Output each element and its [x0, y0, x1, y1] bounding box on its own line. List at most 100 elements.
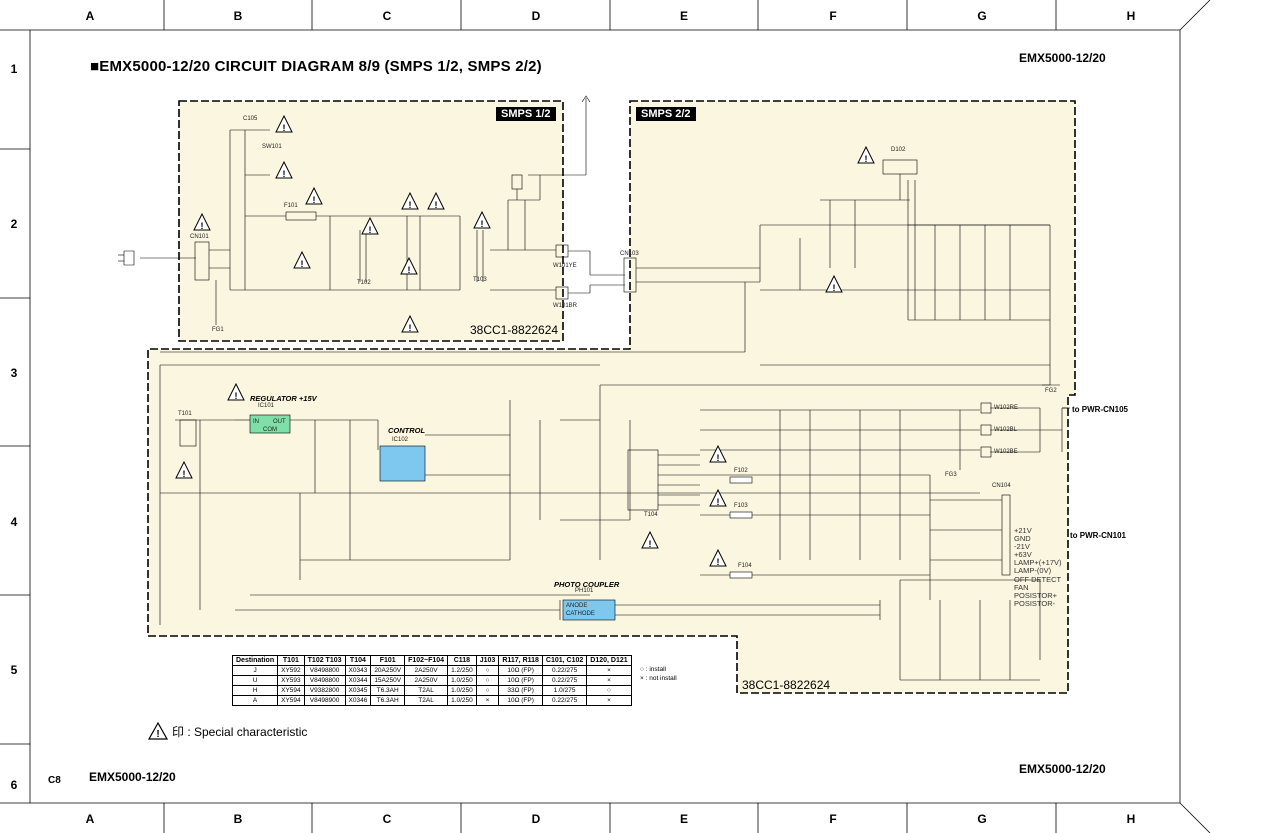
table-cell: X0345	[344, 685, 372, 696]
part-number-2: 38CC1-8822624	[742, 678, 831, 692]
t102-ref: T102	[357, 280, 371, 286]
column-header: B	[233, 9, 243, 23]
legend-install: ○ : install	[640, 666, 666, 673]
table-cell: 0.22/275	[541, 695, 588, 706]
table-cell: X0343	[344, 665, 372, 676]
legend-not-install: × : not install	[640, 675, 677, 682]
table-cell: T2AL	[404, 685, 449, 696]
table-row: A XY594 V8498900 X0346 T6.3AH T2AL 1.0/2…	[231, 695, 632, 706]
model-label-bottom-left: EMX5000-12/20	[89, 770, 176, 784]
svg-text:!: !	[409, 200, 412, 210]
reg-out-pin: OUT	[273, 419, 286, 425]
column-header: F	[829, 9, 837, 23]
table-cell: 0.22/275	[541, 665, 588, 676]
table-cell: XY593	[277, 675, 305, 686]
svg-text:!: !	[235, 391, 238, 401]
table-row: H XY594 V9382800 X0345 T6.3AH T2AL 1.0/2…	[231, 685, 632, 696]
table-cell: X0344	[344, 675, 372, 686]
svg-text:!: !	[435, 200, 438, 210]
table-cell: ×	[586, 695, 632, 706]
svg-text:!: !	[409, 323, 412, 333]
to-cn105-label: to PWR-CN105	[1072, 405, 1129, 414]
cn103-ref: CN103	[620, 251, 639, 257]
table-cell: 1.0/250	[447, 675, 477, 686]
pin-label: LAMP-(0V)	[1014, 566, 1052, 576]
column-header: G	[977, 812, 987, 826]
table-cell: 0.22/275	[541, 675, 588, 686]
special-characteristic-note: ! 印 : Special characteristic	[148, 722, 307, 740]
pin-label: POSISTOR+	[1014, 590, 1058, 600]
special-note-text: 印 : Special characteristic	[172, 724, 308, 739]
pin-label: LAMP+(+17V)	[1014, 558, 1062, 568]
column-header: C	[382, 9, 392, 23]
table-cell: 2A250V	[404, 675, 449, 686]
column-header: H	[1126, 812, 1136, 826]
table-header: J103	[475, 655, 500, 666]
table-cell: 10Ω (FP)	[498, 695, 543, 706]
to-cn101-label: to PWR-CN101	[1070, 531, 1127, 540]
table-cell: 33Ω (FP)	[498, 685, 543, 696]
table-cell: ○	[586, 685, 632, 696]
row-header: 1	[10, 62, 18, 76]
fg1-ref: FG1	[212, 327, 224, 333]
row-header: 2	[10, 217, 18, 231]
svg-text:!: !	[717, 497, 720, 507]
table-row: J XY592 V8498800 X0343 20A250V 2A250V 1.…	[231, 665, 632, 676]
column-header: E	[679, 9, 688, 23]
table-cell: 2A250V	[404, 665, 449, 676]
table-cell: V9382800	[303, 685, 346, 696]
table-cell: XY592	[277, 665, 305, 676]
pin-label: POSISTOR-	[1014, 598, 1056, 608]
table-cell: 1.0/250	[447, 685, 477, 696]
table-cell: 15A250V	[370, 675, 406, 686]
smps2-label: SMPS 2/2	[636, 107, 696, 121]
column-header: F	[829, 812, 837, 826]
svg-text:!: !	[283, 123, 286, 133]
table-header: C101, C102	[541, 655, 588, 666]
model-label-top: EMX5000-12/20	[1019, 51, 1106, 65]
column-header: C	[382, 812, 392, 826]
pin-label: -21V	[1014, 542, 1030, 552]
table-header-row: Destination T101 T102 T103 T104 F101 F10…	[231, 655, 632, 666]
table-cell: 10Ω (FP)	[498, 675, 543, 686]
column-header: H	[1126, 9, 1136, 23]
destination-table: Destination T101 T102 T103 T104 F101 F10…	[231, 655, 632, 706]
pin-label: OFF DETECT	[1014, 574, 1062, 584]
svg-text:!: !	[717, 557, 720, 567]
table-cell: H	[231, 685, 279, 696]
t104-ref: T104	[644, 512, 658, 518]
table-header: F102~F104	[404, 655, 449, 666]
f102-ref: F102	[734, 468, 748, 474]
part-number-1: 38CC1-8822624	[470, 323, 559, 337]
table-header: F101	[370, 655, 406, 666]
table-cell: 1.0/250	[447, 695, 477, 706]
t103-ref: T103	[473, 277, 487, 283]
ic102-ref: IC102	[392, 437, 409, 443]
d102-ref: D102	[891, 147, 906, 153]
t101-ref: T101	[178, 411, 192, 417]
svg-text:!: !	[408, 265, 411, 275]
ph101-ref: PH101	[575, 588, 594, 594]
table-cell: U	[231, 675, 279, 686]
table-cell: XY594	[277, 695, 305, 706]
table-cell: ×	[586, 675, 632, 686]
svg-text:!: !	[201, 221, 204, 231]
page-code: C8	[48, 775, 61, 786]
f103-ref: F103	[734, 503, 748, 509]
pin-label: GND	[1014, 534, 1031, 544]
control-label: CONTROL	[388, 426, 426, 435]
regulator-label: REGULATOR +15V	[250, 394, 317, 403]
column-header: E	[679, 812, 688, 826]
w101ye-ref: W101YE	[553, 263, 577, 269]
table-cell: 1.2/250	[447, 665, 477, 676]
table-cell: 20A250V	[370, 665, 406, 676]
row-header: 6	[10, 778, 18, 792]
row-header: 3	[10, 366, 18, 380]
f101-ref: F101	[284, 203, 298, 209]
svg-text:!: !	[183, 469, 186, 479]
table-cell: XY594	[277, 685, 305, 696]
diagram-title: ■EMX5000-12/20 CIRCUIT DIAGRAM 8/9 (SMPS…	[90, 58, 542, 75]
cn104-ref: CN104	[992, 483, 1011, 489]
w102be-ref: W102BE	[994, 449, 1018, 455]
